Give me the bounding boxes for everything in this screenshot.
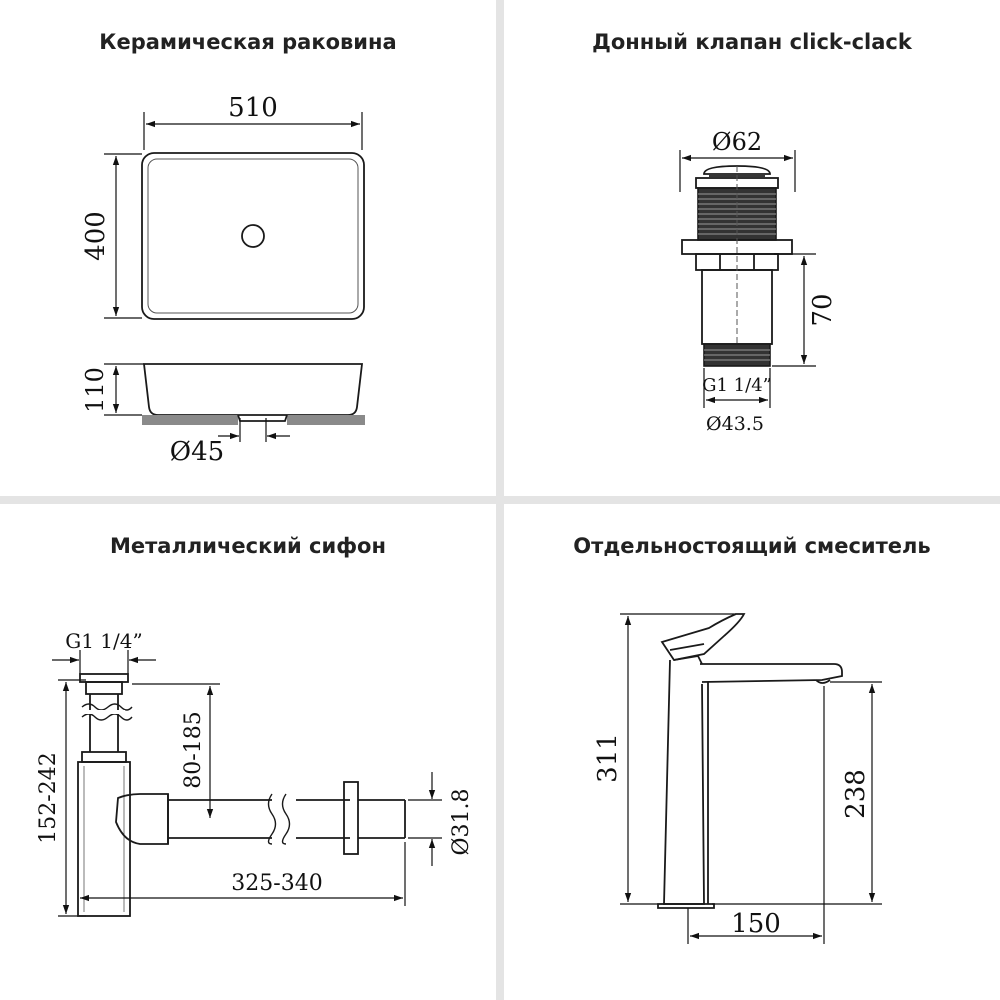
siphon-length-dimension: 325-340: [80, 842, 406, 906]
panel-title-valve: Донный клапан click-clack: [592, 30, 912, 54]
valve-body: [681, 165, 793, 367]
siphon-height-label: 152-242: [36, 752, 61, 843]
sink-base-plate-left: [142, 415, 238, 425]
mixer-body: [657, 613, 843, 909]
sink-width-dimension: 510: [143, 93, 363, 150]
valve-drawing: Ø62: [679, 128, 838, 435]
panel-ceramic-sink: Керамическая раковина 510 400 110: [0, 0, 496, 496]
panel-metal-siphon: Металлический сифон G1 1/4” 152-242: [0, 504, 496, 1000]
mixer-height-dimension: 311: [593, 613, 736, 905]
sink-depth-label: 400: [81, 211, 111, 261]
pipe-break-mark-right: [281, 793, 291, 845]
valve-body-diameter-label: Ø43.5: [706, 413, 764, 435]
drain-hole-icon: [241, 224, 265, 248]
sink-side-view: [142, 363, 365, 425]
mixer-spout-reach-label: 150: [731, 909, 781, 939]
panel-click-clack-valve: Донный клапан click-clack Ø62: [504, 0, 1000, 496]
valve-height-label: 70: [808, 293, 838, 326]
siphon-horizontal-pipe: [168, 781, 406, 855]
panel-title-siphon: Металлический сифон: [110, 534, 386, 558]
mixer-spout-reach-dimension: 150: [687, 686, 825, 944]
valve-thread-label: G1 1/4”: [702, 375, 772, 396]
mixer-drawing: 311 238 150: [593, 613, 882, 944]
siphon-pipe-diameter-label: Ø31.8: [449, 788, 474, 855]
mixer-spout-height-dimension: 238: [712, 681, 882, 905]
sink-depth-dimension: 400: [81, 153, 142, 319]
valve-body-diameter-dimension: Ø43.5: [703, 368, 771, 435]
sink-top-view: [141, 152, 365, 320]
siphon-height-dimension: 152-242: [36, 679, 86, 917]
panel-mixer: Отдельностоящий смеситель 311 238: [504, 504, 1000, 1000]
sink-base-plate-right: [287, 415, 365, 425]
siphon-length-label: 325-340: [231, 871, 322, 896]
valve-cap-dimension: Ø62: [679, 128, 796, 192]
siphon-drawing: G1 1/4” 152-242: [36, 629, 474, 917]
valve-cap-label: Ø62: [712, 128, 762, 156]
pipe-break-mark-lower: [81, 713, 133, 721]
siphon-body: [77, 673, 169, 917]
mixer-lever: [660, 613, 746, 662]
sink-drain-label: Ø45: [170, 437, 224, 467]
siphon-thread-dimension: G1 1/4”: [52, 629, 156, 674]
sink-drawing: 510 400 110: [81, 93, 365, 467]
sink-width-label: 510: [228, 93, 278, 123]
sink-height-label: 110: [81, 367, 109, 413]
valve-height-dimension: 70: [772, 253, 838, 367]
sink-height-dimension: 110: [81, 363, 144, 416]
panel-title-mixer: Отдельностоящий смеситель: [573, 534, 931, 558]
siphon-pipe-diameter-dimension: Ø31.8: [408, 772, 474, 866]
mixer-spout-height-label: 238: [841, 769, 871, 819]
wall-flange: [343, 781, 359, 855]
mixer-height-label: 311: [593, 733, 623, 783]
pipe-break-mark-left: [267, 793, 277, 845]
sink-drain-dimension: Ø45: [170, 418, 290, 467]
siphon-thread-label: G1 1/4”: [65, 629, 142, 653]
panel-title-sink: Керамическая раковина: [99, 30, 397, 54]
siphon-drop-dimension: 80-185: [132, 683, 220, 818]
siphon-drop-label: 80-185: [181, 711, 206, 788]
pipe-break-mark-upper: [81, 703, 133, 711]
